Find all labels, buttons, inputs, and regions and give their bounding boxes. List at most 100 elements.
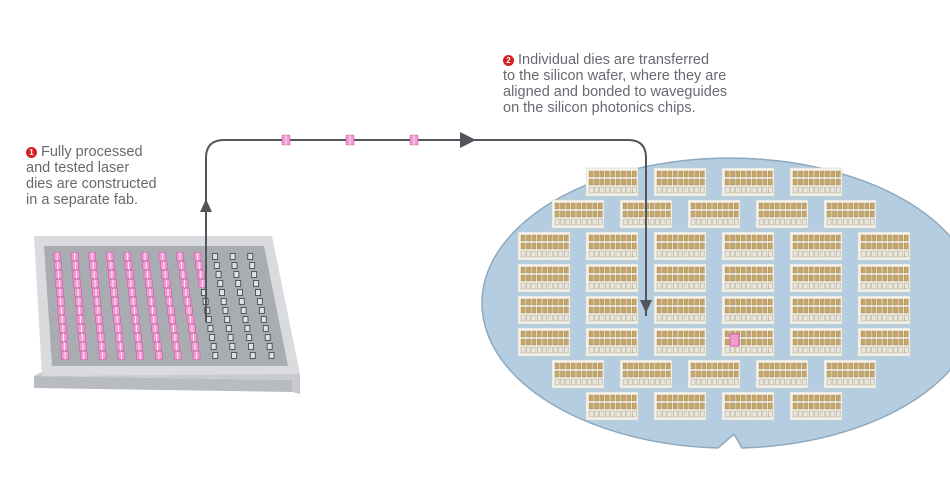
bond-pad: [791, 378, 796, 386]
bond-pad: [877, 274, 882, 282]
bond-pad: [746, 234, 751, 242]
bond-pad: [662, 178, 667, 186]
bond-pad: [751, 410, 757, 418]
bond-pad: [553, 338, 558, 346]
bond-pad: [871, 306, 877, 314]
bond-pad: [848, 362, 853, 370]
bond-pad: [712, 362, 717, 370]
bond-pad: [626, 330, 632, 338]
bond-pad: [757, 338, 762, 346]
bond-pad: [866, 274, 871, 282]
bond-pad: [724, 186, 730, 194]
bond-pad: [724, 298, 730, 306]
empty-die-slot-inner: [257, 299, 262, 304]
bond-pad: [819, 250, 825, 258]
bond-pad: [768, 234, 773, 242]
bond-pad: [758, 362, 764, 370]
bond-pad: [605, 346, 610, 354]
bond-pad: [656, 178, 662, 186]
bond-pad: [809, 170, 814, 178]
bond-pad: [762, 298, 768, 306]
bond-pad: [594, 242, 599, 250]
bond-pad: [656, 282, 662, 290]
empty-die-slot-inner: [269, 353, 274, 358]
bond-pad: [898, 274, 904, 282]
bond-pad: [694, 170, 700, 178]
bond-pad: [809, 402, 814, 410]
bond-pad: [785, 378, 791, 386]
bond-pad: [724, 306, 730, 314]
bond-pad: [660, 362, 666, 370]
bond-pad: [667, 178, 673, 186]
bond-pad: [667, 274, 673, 282]
bond-pad: [836, 338, 841, 346]
bond-pad: [887, 282, 893, 290]
bond-pad: [860, 306, 866, 314]
bond-pad: [724, 266, 730, 274]
bond-pad: [860, 274, 866, 282]
bond-pad: [762, 178, 768, 186]
bond-pad: [700, 242, 705, 250]
bond-pad: [690, 210, 696, 218]
bond-pad: [547, 330, 553, 338]
bond-pad: [836, 346, 841, 354]
bond-pad: [757, 250, 762, 258]
bond-pad: [592, 370, 598, 378]
bond-pad: [628, 370, 633, 378]
bond-pad: [526, 298, 531, 306]
bond-pad: [751, 274, 757, 282]
bond-pad: [792, 410, 798, 418]
bond-pad: [662, 298, 667, 306]
bond-pad: [780, 370, 785, 378]
bond-pad: [780, 210, 785, 218]
bond-pad: [826, 370, 832, 378]
bond-pad: [860, 242, 866, 250]
empty-die-slot-inner: [211, 344, 216, 349]
bond-pad: [768, 402, 773, 410]
bond-pad: [554, 362, 560, 370]
bond-pad: [553, 314, 558, 322]
bond-pad: [633, 218, 639, 226]
bond-pad: [826, 210, 832, 218]
bond-pad: [796, 218, 802, 226]
bond-pad: [860, 266, 866, 274]
bond-pad: [542, 346, 547, 354]
bond-pad: [871, 338, 877, 346]
bond-pad: [581, 218, 587, 226]
bond-pad: [673, 394, 678, 402]
bond-pad: [741, 298, 746, 306]
bond-pad: [843, 210, 848, 218]
bond-pad: [802, 210, 807, 218]
bond-pad: [683, 306, 689, 314]
bond-pad: [547, 346, 553, 354]
bond-pad: [853, 218, 859, 226]
bond-pad: [678, 330, 683, 338]
bond-pad: [615, 410, 621, 418]
bond-pad: [724, 338, 730, 346]
bond-pad: [667, 410, 673, 418]
bond-pad: [730, 402, 735, 410]
bond-pad: [866, 282, 871, 290]
bond-pad: [741, 282, 746, 290]
bond-pad: [775, 370, 780, 378]
bond-pad: [662, 274, 667, 282]
bond-pad: [768, 314, 773, 322]
bond-pad: [660, 370, 666, 378]
bond-pad: [798, 410, 803, 418]
bond-pad: [814, 306, 819, 314]
bond-pad: [588, 266, 594, 274]
bond-pad: [830, 242, 836, 250]
bond-pad: [836, 330, 841, 338]
bond-pad: [751, 306, 757, 314]
bond-pad: [537, 314, 542, 322]
bond-pad: [764, 218, 769, 226]
bond-pad: [553, 266, 558, 274]
bond-pad: [724, 234, 730, 242]
bond-pad: [832, 210, 837, 218]
bond-pad: [798, 274, 803, 282]
bond-pad: [871, 314, 877, 322]
bond-pad: [700, 346, 705, 354]
bond-pad: [848, 218, 853, 226]
bond-pad: [565, 362, 571, 370]
bond-pad: [768, 274, 773, 282]
